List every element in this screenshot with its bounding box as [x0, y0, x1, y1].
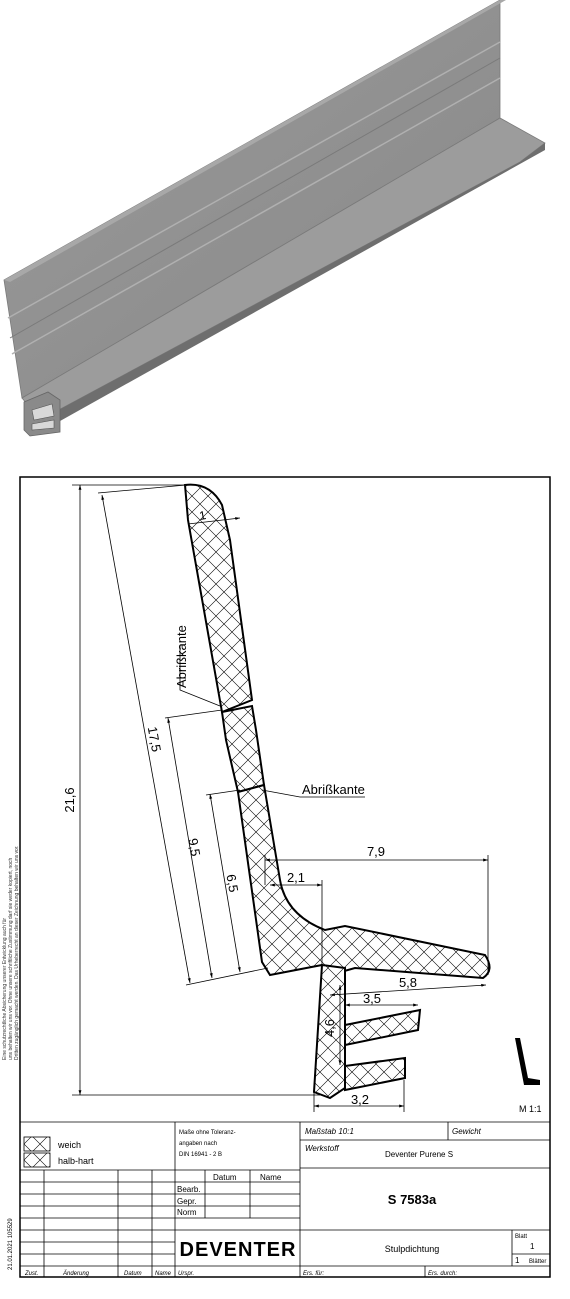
dim-3-5: 3,5 — [363, 991, 381, 1006]
gewicht-text: Gewicht — [452, 1127, 482, 1136]
render-foot-slot — [31, 403, 55, 431]
label-abrisskante-1: Abrißkante — [174, 625, 189, 688]
header-name: Name — [260, 1173, 282, 1182]
dim-3-2: 3,2 — [351, 1092, 369, 1107]
profile-fin-upper — [344, 1008, 422, 1047]
dim-9-5: 9,5 — [185, 837, 203, 857]
tolerance-line-3: DIN 16941 - 2 B — [179, 1152, 222, 1158]
company-logo: DEVENTER — [180, 1239, 297, 1261]
profile-waist — [220, 704, 266, 794]
blatt-label: Blatt — [515, 1234, 527, 1240]
blaetter-number: 1 — [515, 1256, 520, 1265]
render-lip-underside — [40, 143, 545, 430]
drawing-frame — [19, 476, 551, 1278]
footer-aenderung: Änderung — [62, 1270, 90, 1277]
legend-swatch-halbhart — [23, 1152, 51, 1168]
render-top-edge — [4, 0, 506, 282]
dim-5-8: 5,8 — [399, 975, 417, 990]
copyright-note: Eine schutzrechtliche Absicherung unsere… — [2, 700, 20, 1060]
dimension-lines — [72, 484, 489, 1112]
dim-4-6: 4,6 — [322, 1019, 337, 1037]
profile-upper-blade — [183, 483, 254, 714]
footer-ers-fuer: Ers. für: — [303, 1271, 324, 1277]
copyright-line-3: Dritten zugänglich gemacht werden. Das U… — [14, 845, 20, 1060]
seal-profile — [183, 483, 491, 1100]
render-groove-2 — [9, 57, 501, 339]
side-date-stamp: 21.01.2021 105529 — [8, 1218, 14, 1270]
row-gepr: Gepr. — [177, 1197, 197, 1206]
profile-fin-lower — [344, 1056, 406, 1092]
render-groove-1 — [7, 41, 501, 319]
legend-label-weich: weich — [57, 1140, 81, 1150]
scale-mark: M 1:1 — [519, 1104, 542, 1114]
footer-ers-durch: Ers. durch: — [428, 1271, 457, 1277]
description-text: Stulpdichtung — [385, 1244, 440, 1254]
werkstoff-value: Deventer Purene S — [385, 1150, 453, 1159]
drawing-number: S 7583a — [388, 1192, 437, 1207]
footer-urspr: Urspr. — [178, 1271, 194, 1277]
label-abrisskante-2: Abrißkante — [302, 782, 365, 797]
dim-2-1: 2,1 — [287, 870, 305, 885]
render-groove-3 — [11, 77, 501, 355]
blatt-number: 1 — [530, 1242, 535, 1251]
massstab-text: Maßstab 10:1 — [305, 1127, 354, 1136]
dim-17-5: 17,5 — [145, 725, 164, 753]
dim-6-5: 6,5 — [223, 873, 241, 893]
profile-lower-body — [236, 783, 491, 980]
technical-drawing-sheet: 1 21,6 17,5 9,5 6,5 7,9 2,1 5,8 3,5 4,6 … — [8, 476, 551, 1278]
tolerance-line-2: angaben nach — [179, 1141, 217, 1147]
product-render — [3, 0, 546, 437]
scale-pictogram — [515, 1038, 540, 1085]
row-norm: Norm — [177, 1208, 197, 1217]
title-block — [20, 1121, 550, 1277]
legend-label-halbhart: halb-hart — [58, 1156, 94, 1166]
legend-swatch-weich — [23, 1136, 51, 1152]
footer-datum: Datum — [124, 1271, 142, 1277]
werkstoff-label: Werkstoff — [305, 1144, 339, 1153]
profile-foot — [312, 963, 346, 1100]
row-bearb: Bearb. — [177, 1185, 201, 1194]
footer-zust: Zust. — [24, 1271, 38, 1277]
dim-1: 1 — [198, 508, 207, 523]
footer-name: Name — [155, 1271, 172, 1277]
tolerance-line-1: Maße ohne Toleranz- — [179, 1130, 236, 1136]
dim-21-6: 21,6 — [62, 787, 77, 812]
dim-7-9: 7,9 — [367, 844, 385, 859]
blaetter-label: Blätter — [529, 1259, 546, 1265]
header-datum: Datum — [213, 1173, 237, 1182]
